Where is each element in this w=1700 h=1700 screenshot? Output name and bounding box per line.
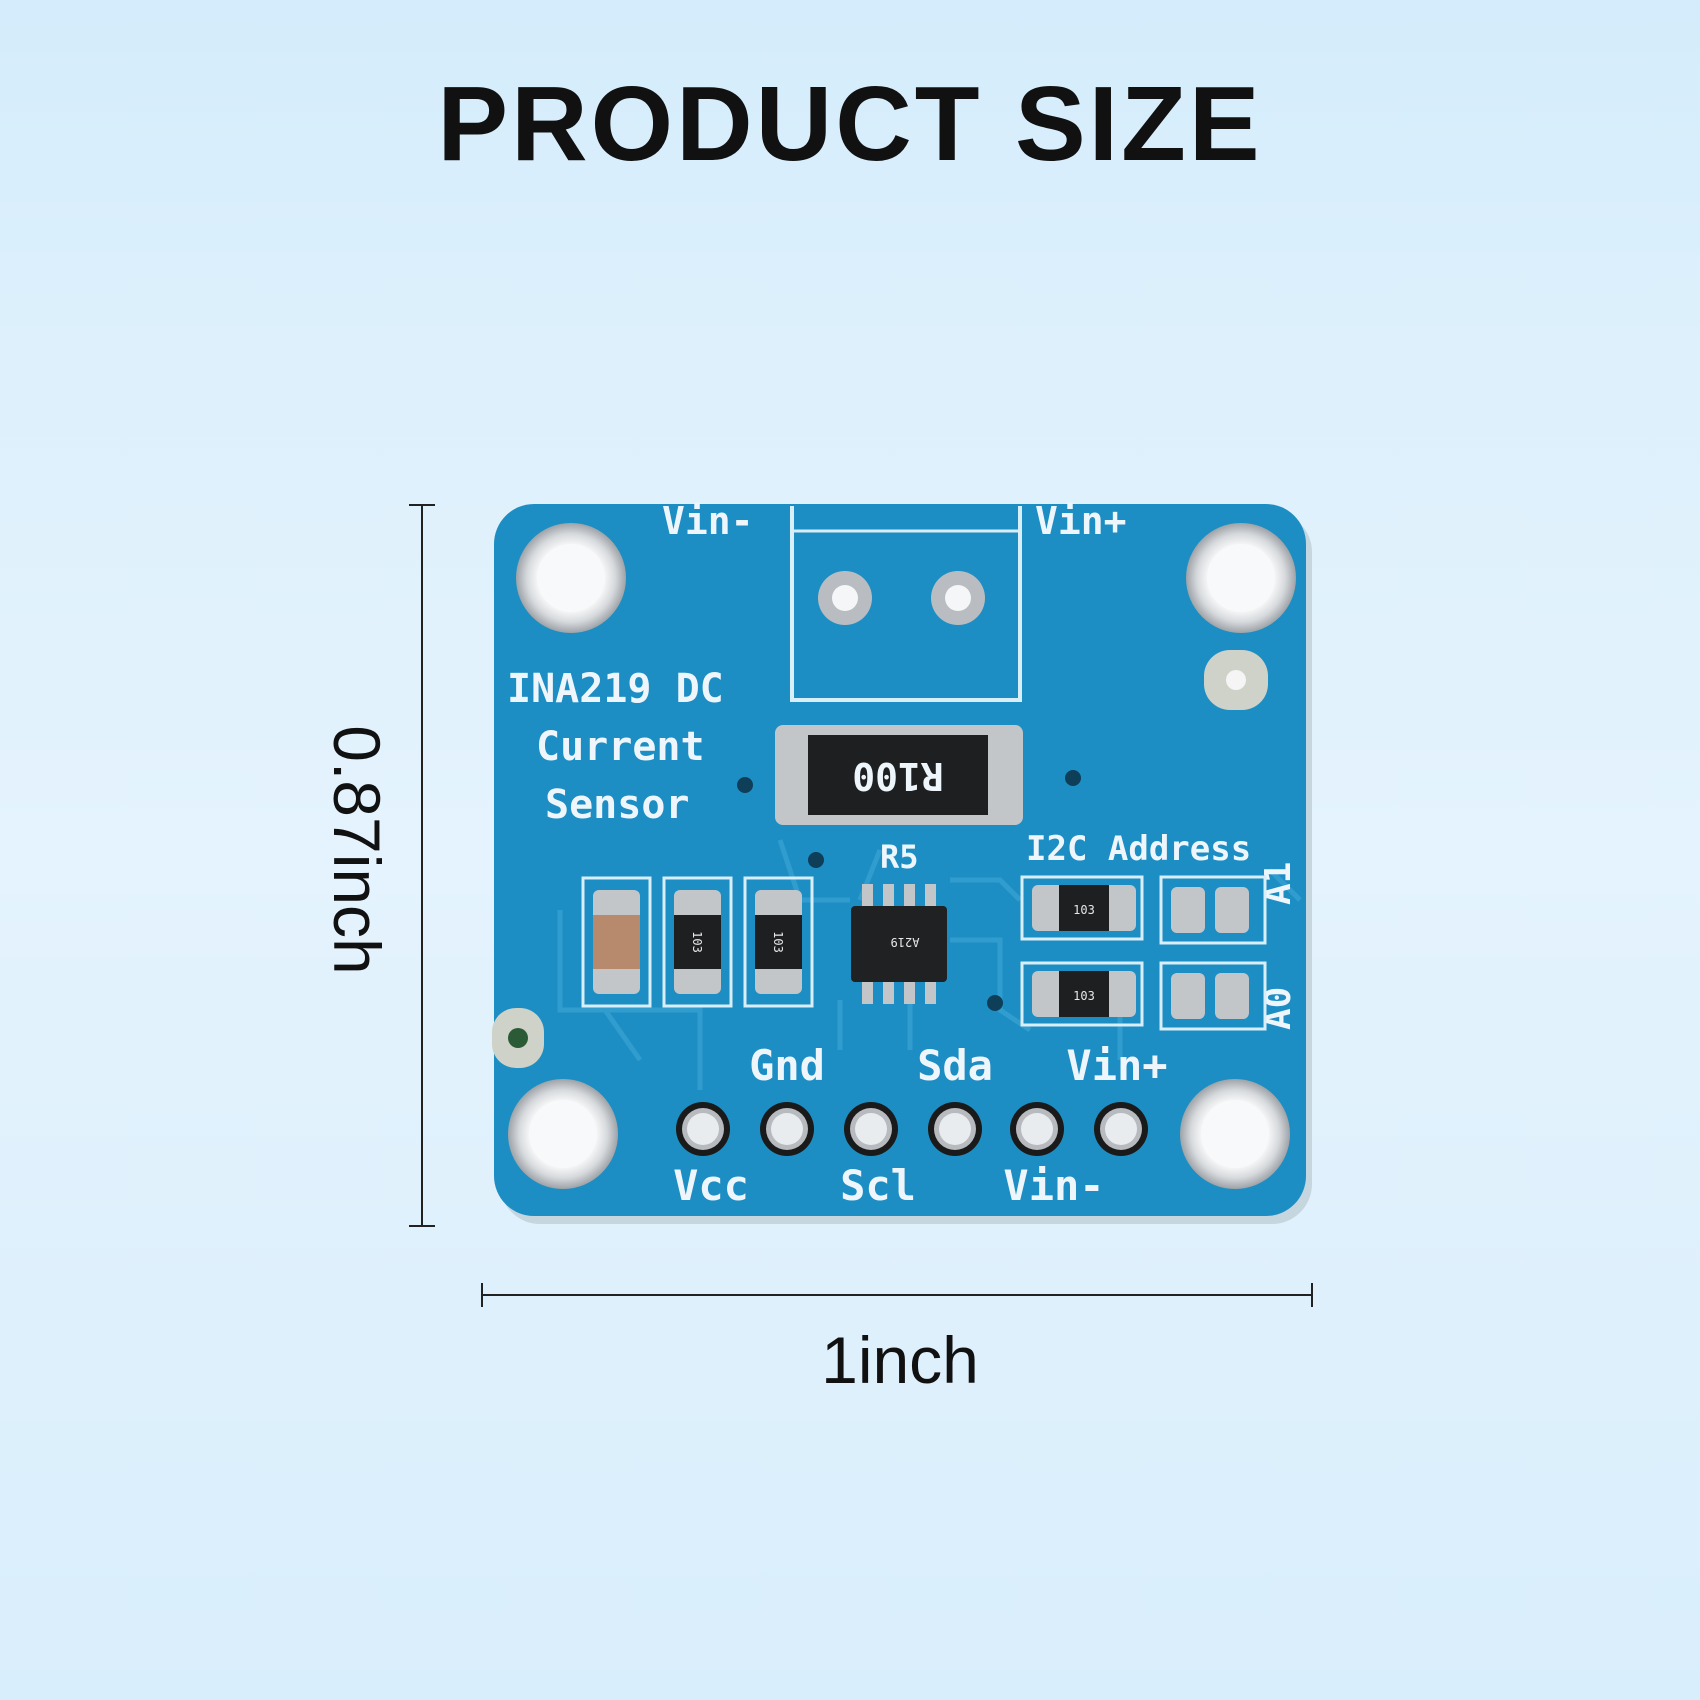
header-pin (676, 1102, 730, 1156)
pin-label-gnd: Gnd (749, 1041, 825, 1090)
resistor-marking: 103 (1073, 903, 1095, 917)
ina219-chip: A219 (851, 884, 947, 1004)
jumper-a0-pad (1171, 973, 1205, 1019)
pin-label-sda: Sda (917, 1041, 993, 1090)
width-dimension-cap-left (481, 1283, 483, 1307)
height-dimension-line (421, 504, 423, 1227)
terminal-outline (790, 506, 1022, 702)
via (808, 852, 824, 868)
pin-label-vcc: Vcc (673, 1161, 749, 1210)
pin-label-vin-minus: Vin- (1003, 1161, 1104, 1210)
header-pin (760, 1102, 814, 1156)
jumper-a0-pad (1215, 973, 1249, 1019)
resistor-marking: 103 (771, 931, 785, 953)
via (987, 995, 1003, 1011)
mounting-hole (516, 523, 626, 633)
component-outline (662, 876, 733, 1008)
board-name-line1: INA219 DC (507, 666, 724, 712)
via (737, 777, 753, 793)
shunt-marking: R100 (852, 754, 944, 798)
mounting-hole (1186, 523, 1296, 633)
jumper-a1-outline (1159, 875, 1267, 945)
board-name-line3: Sensor (545, 782, 690, 828)
width-dimension-label: 1inch (821, 1323, 979, 1397)
header-pin (928, 1102, 982, 1156)
pcb (494, 504, 1306, 1216)
height-dimension-cap-bottom (409, 1225, 435, 1227)
component-outline (743, 876, 814, 1008)
jumper-a1-pad (1171, 887, 1205, 933)
i2c-address-label: I2C Address (1026, 829, 1251, 869)
height-dimension-cap-top (409, 504, 435, 506)
width-dimension-cap-right (1311, 1283, 1313, 1307)
jumper-a1-pad (1215, 887, 1249, 933)
terminal-label-vin-plus: Vin+ (1035, 499, 1127, 543)
header-pin (844, 1102, 898, 1156)
header-pin (1094, 1102, 1148, 1156)
board-name-line2: Current (536, 724, 705, 770)
mounting-hole (508, 1079, 618, 1189)
resistor-marking: 103 (690, 931, 704, 953)
shunt-ref-label: R5 (880, 838, 919, 876)
header-pin (1010, 1102, 1064, 1156)
component-outline (1020, 961, 1144, 1027)
mounting-hole (1180, 1079, 1290, 1189)
component-outline (581, 876, 652, 1008)
pin-label-scl: Scl (840, 1161, 916, 1210)
width-dimension-line (481, 1294, 1313, 1296)
jumper-a0-outline (1159, 961, 1267, 1031)
pin-label-vin-plus: Vin+ (1066, 1041, 1167, 1090)
component-outline (1020, 875, 1144, 941)
page-title: PRODUCT SIZE (437, 65, 1263, 183)
resistor-marking: 103 (1073, 989, 1095, 1003)
via (1065, 770, 1081, 786)
terminal-label-vin-minus: Vin- (662, 499, 754, 543)
chip-marking: A219 (891, 935, 920, 949)
